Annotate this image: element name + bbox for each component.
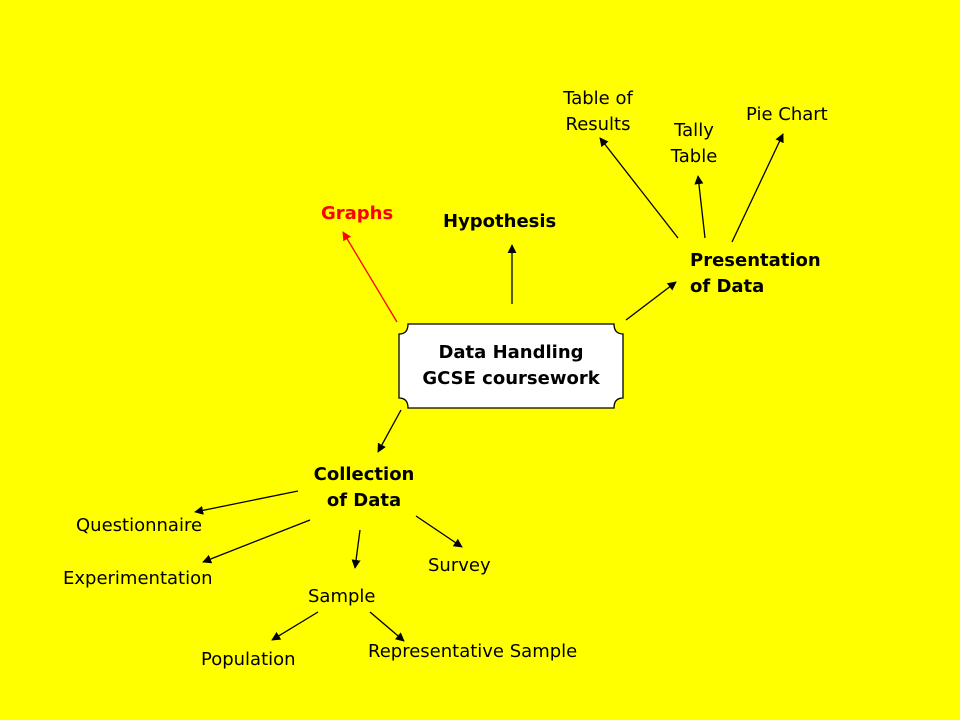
node-questionnaire: Questionnaire — [76, 515, 203, 536]
node-table-of-results-line-2: Results — [565, 114, 631, 136]
link-presentation-table-of-results — [599, 137, 679, 239]
node-tally-table-line-1: Tally — [674, 120, 714, 141]
node-collection-line-1: Collection — [313, 464, 415, 485]
link-center-graphs — [342, 231, 398, 323]
central-topic-shape — [398, 323, 624, 409]
node-survey: Survey — [428, 555, 491, 576]
node-table-of-results: Table of Results — [550, 86, 646, 138]
node-graphs: Graphs — [321, 203, 394, 224]
central-topic-line-1: Data Handling — [438, 341, 584, 363]
link-sample-representative — [369, 611, 405, 642]
link-presentation-tally-table — [694, 175, 706, 239]
node-tally-table-line-2: Table — [670, 146, 718, 168]
link-collection-survey — [415, 515, 463, 548]
node-presentation-line-1: Presentation — [690, 250, 821, 271]
link-sample-population — [271, 611, 319, 641]
central-topic-line-2: GCSE coursework — [422, 368, 600, 389]
node-collection-line-2: of Data — [326, 490, 402, 512]
link-collection-experimentation — [202, 519, 311, 564]
node-tally-table: Tally Table — [656, 118, 732, 170]
link-presentation-pie-chart — [731, 133, 784, 243]
node-hypothesis: Hypothesis — [443, 211, 557, 232]
node-table-of-results-line-1: Table of — [563, 88, 633, 109]
node-pie-chart: Pie Chart — [746, 104, 828, 125]
central-topic-box: Data Handling GCSE coursework — [398, 323, 624, 409]
node-sample: Sample — [308, 586, 376, 607]
node-collection-of-data: Collection of Data — [304, 462, 424, 514]
node-presentation-line-2: of Data — [690, 276, 765, 298]
node-representative-sample: Representative Sample — [368, 641, 578, 662]
central-topic-text: Data Handling GCSE coursework — [398, 323, 624, 409]
link-center-collection — [377, 409, 402, 453]
node-experimentation: Experimentation — [63, 568, 213, 589]
link-center-presentation — [625, 281, 677, 321]
link-collection-sample — [351, 529, 361, 569]
link-collection-questionnaire — [194, 490, 299, 515]
node-population: Population — [201, 649, 296, 670]
node-presentation-of-data: Presentation of Data — [690, 248, 821, 300]
